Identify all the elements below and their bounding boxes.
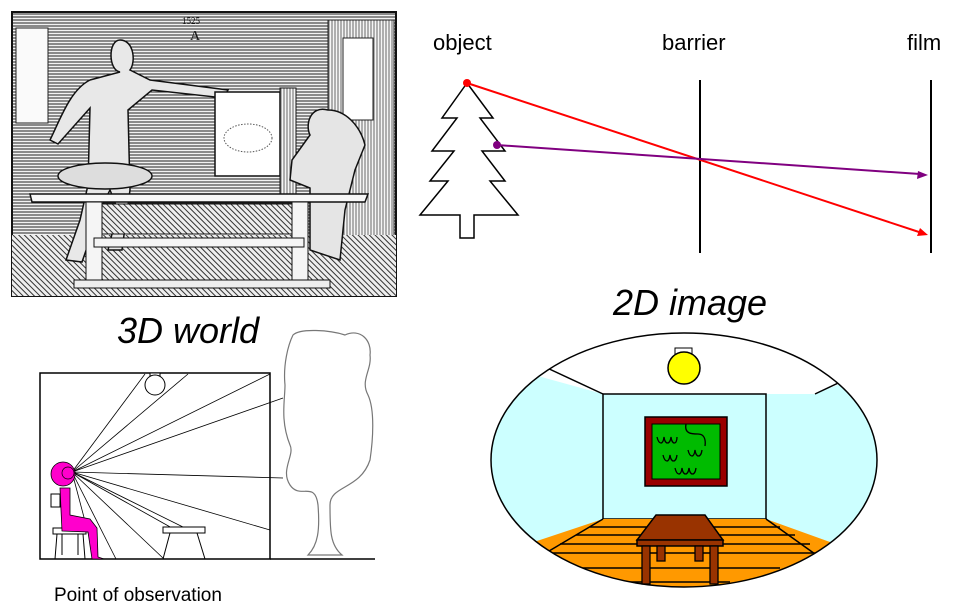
point-middle-icon <box>493 141 501 149</box>
ceiling-lamp-icon <box>667 347 701 385</box>
outside-tree-icon <box>283 329 374 556</box>
tree-icon <box>418 82 520 239</box>
view-oval <box>490 332 878 588</box>
woodcut-date-mark: 1525 <box>182 16 201 26</box>
barrier-label: barrier <box>662 30 726 55</box>
world-diagram: 3D world Point of observation <box>0 300 480 607</box>
arrow-head-icon <box>917 171 928 179</box>
bench-icon <box>162 526 206 560</box>
film-label: film <box>907 30 942 55</box>
world-title: 3D world <box>117 310 260 351</box>
sight-lines <box>71 373 284 560</box>
svg-text:A: A <box>190 29 201 44</box>
pinhole-camera-diagram: object barrier film <box>0 0 955 300</box>
observation-caption: Point of observation <box>54 585 222 606</box>
lamp-icon <box>144 374 166 396</box>
image-title: 2D image <box>613 282 768 323</box>
point-top-icon <box>463 79 471 87</box>
table-icon <box>635 514 725 585</box>
ray-middle <box>496 144 921 175</box>
durer-woodcut: 1525 A <box>10 10 398 298</box>
woodcut-illustration: 1525 A <box>11 11 397 297</box>
object-label: object <box>433 30 492 55</box>
painting-icon <box>644 416 728 487</box>
observer-figure <box>50 461 105 560</box>
image-diagram: 2D image <box>480 280 955 607</box>
arrow-head-icon <box>917 228 928 236</box>
